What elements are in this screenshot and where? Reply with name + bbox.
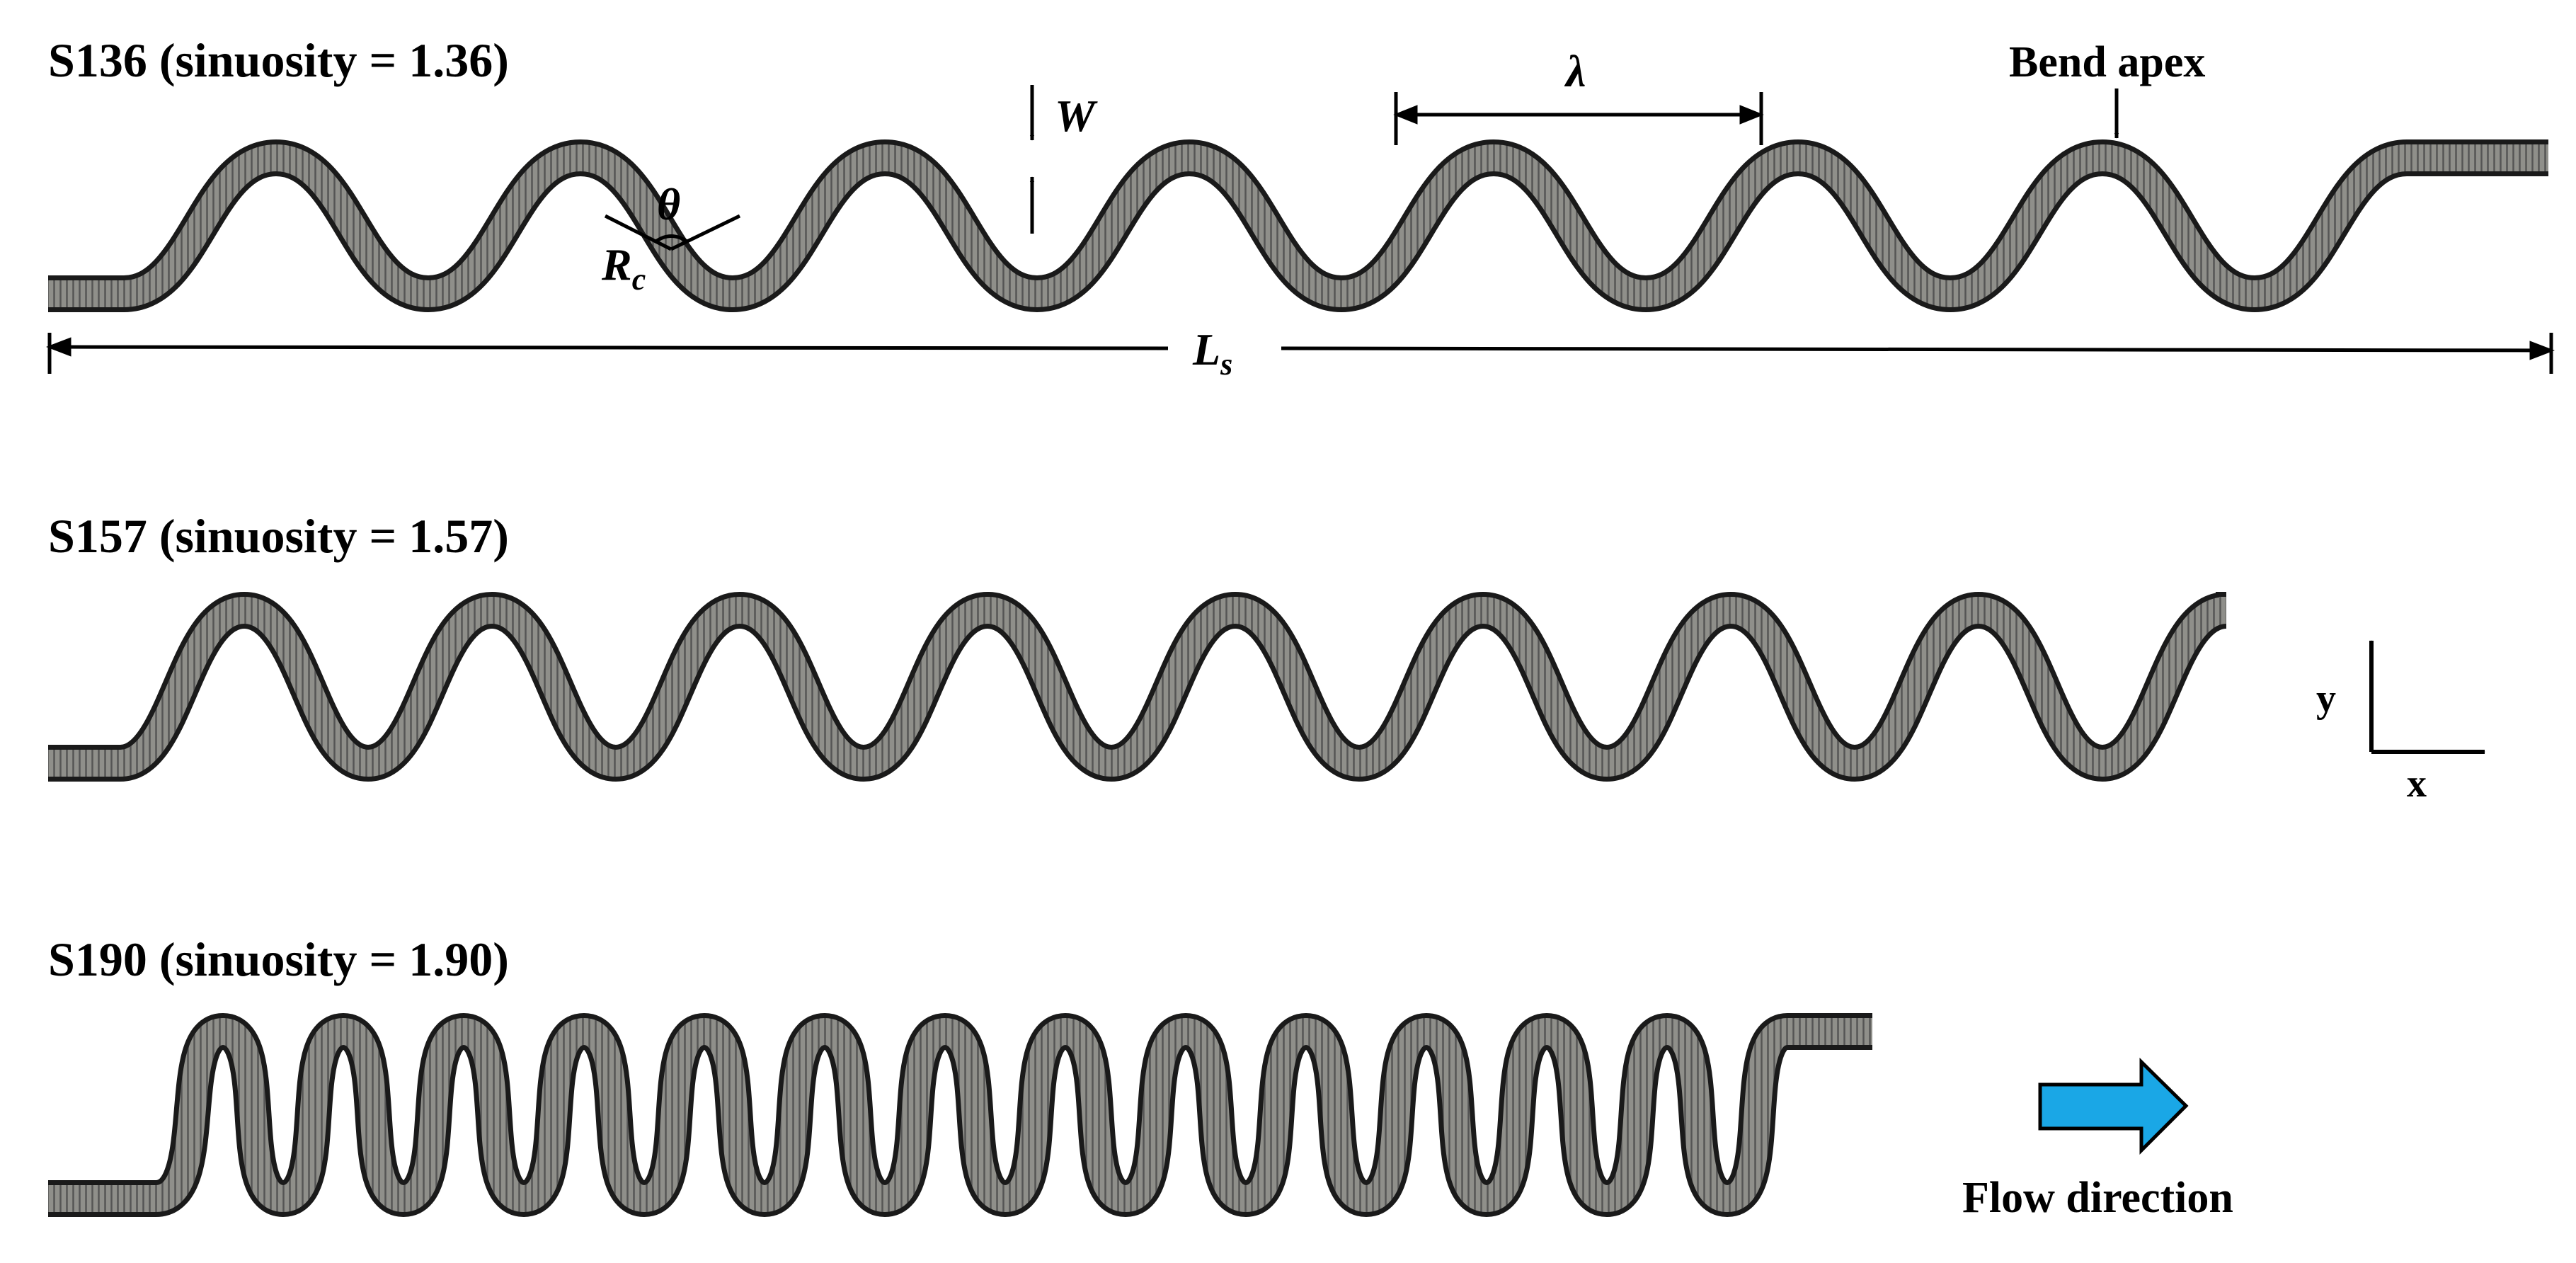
channel-title-s190: S190 (sinuosity = 1.90)	[48, 932, 509, 986]
length-arrowhead-left	[46, 337, 71, 357]
channel-title-s136: S136 (sinuosity = 1.36)	[48, 33, 509, 87]
coordinate-axes	[2369, 640, 2485, 755]
length-line-right	[1281, 346, 2549, 353]
width-label: W	[1055, 91, 1098, 141]
radius-label: Rc	[601, 239, 646, 297]
length-label: Ls	[1192, 324, 1232, 382]
wavelength-arrowhead-right	[1739, 105, 1764, 125]
channel-s157-body	[48, 596, 2228, 777]
radius-line-left	[604, 214, 672, 251]
wavelength-arrowhead-left	[1393, 105, 1418, 125]
flow-direction-label: Flow direction	[1962, 1174, 2233, 1222]
angle-arc	[653, 234, 689, 244]
channel-s190-body	[48, 1017, 1872, 1213]
length-arrowhead-right	[2529, 341, 2555, 360]
y-axis-label: y	[2316, 677, 2336, 721]
channel-s157: S157 (sinuosity = 1.57)	[48, 509, 2229, 782]
channel-title-s157: S157 (sinuosity = 1.57)	[48, 509, 509, 563]
flow-direction-arrow	[2038, 1058, 2189, 1155]
annotations-s136	[46, 85, 2555, 374]
channel-s136-body	[48, 144, 2548, 308]
wavelength-label: λ	[1564, 46, 1586, 96]
channel-s136: S136 (sinuosity = 1.36)	[48, 33, 2548, 313]
length-line-left	[52, 345, 1169, 350]
radius-line-right	[670, 214, 741, 251]
channel-s190: S190 (sinuosity = 1.90)	[48, 932, 1872, 1218]
x-axis-label: x	[2407, 762, 2427, 806]
angle-label: θ	[657, 179, 680, 229]
bend-apex-label: Bend apex	[2009, 38, 2205, 86]
